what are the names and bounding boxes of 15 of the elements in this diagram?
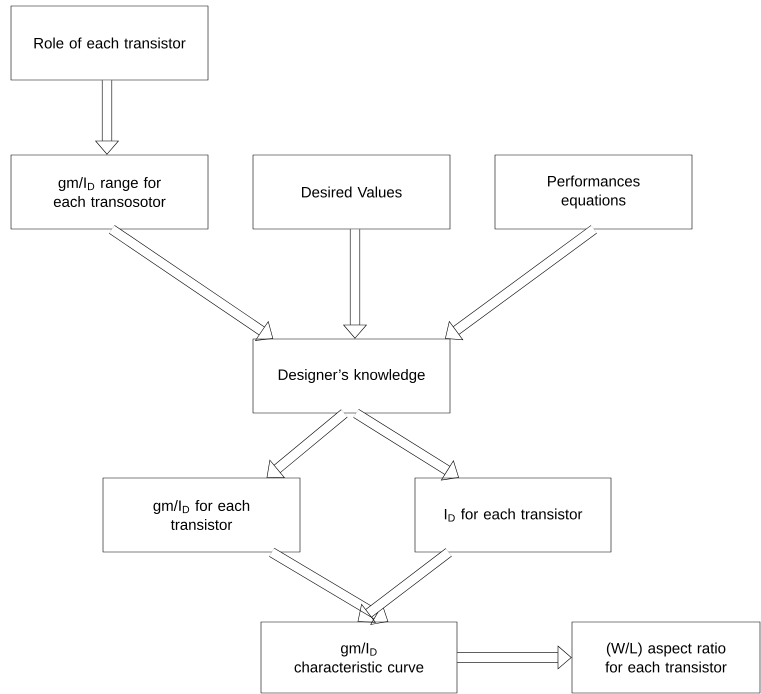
block-arrow [269, 548, 388, 625]
process-box: gm/I$_{D}$ for each transistor [102, 478, 300, 552]
block-arrow [108, 225, 274, 341]
process-box: Desired Values [252, 154, 450, 230]
process-box: gm/I$_{D}$ characteristic curve [260, 622, 458, 694]
process-box: I$_{D}$ for each transistor [414, 478, 612, 552]
process-box: (W/L) aspect ratio for each transistor [572, 622, 760, 694]
process-box: Performances equations [494, 154, 692, 230]
process-box: gm/I$_{D}$ range for each transosotor [10, 154, 208, 230]
process-box: Designer’s knowledge [252, 338, 450, 414]
block-arrow [266, 409, 348, 478]
process-box: Role of each transistor [10, 6, 208, 80]
block-arrow [445, 225, 597, 340]
block-arrow [358, 548, 452, 623]
block-arrow [353, 408, 459, 480]
